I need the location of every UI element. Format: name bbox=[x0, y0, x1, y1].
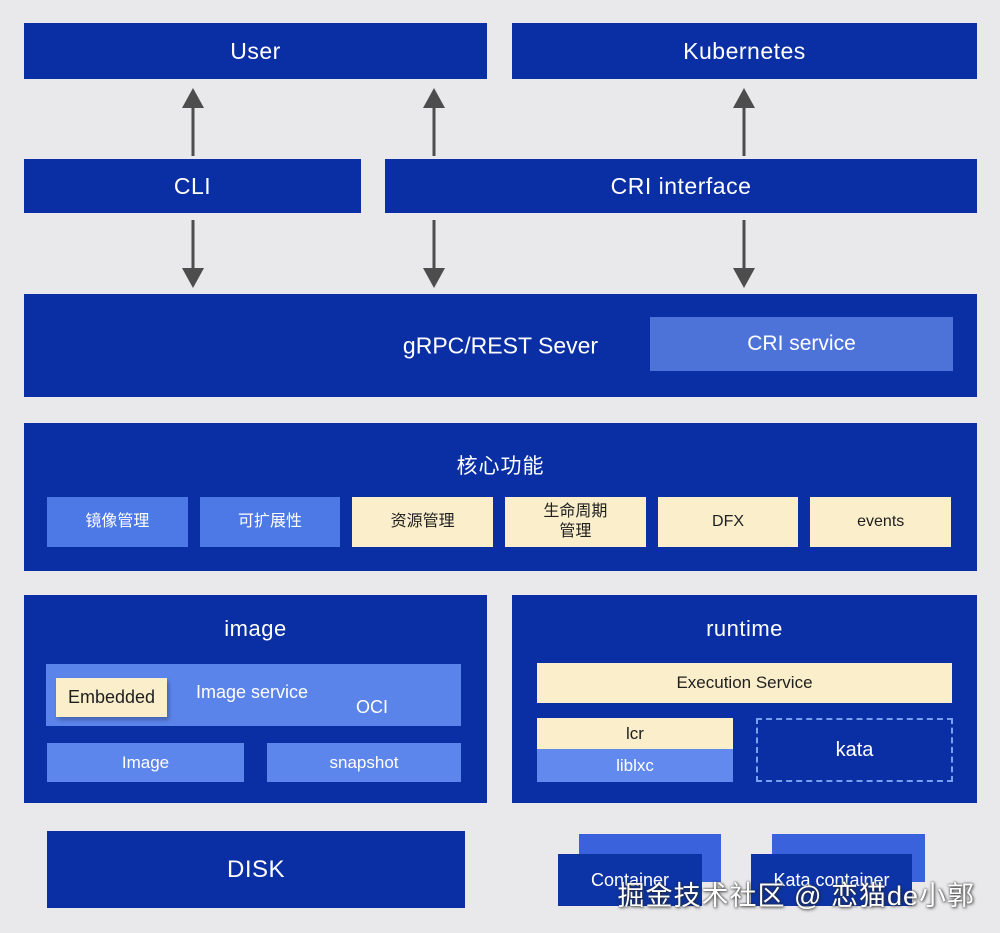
arrow-down-icon bbox=[733, 220, 755, 288]
user-node: User bbox=[24, 23, 487, 79]
runtime-section: runtime Execution Service lcr liblxc kat… bbox=[512, 595, 977, 803]
arrow-up-icon bbox=[182, 88, 204, 156]
grpc-rest-server-label: gRPC/REST Sever bbox=[402, 332, 599, 358]
embedded-node: Embedded bbox=[56, 678, 167, 717]
kata-node: kata bbox=[756, 718, 953, 782]
cli-node: CLI bbox=[24, 159, 361, 213]
liblxc-node: liblxc bbox=[537, 749, 733, 782]
arrow-down-icon bbox=[182, 220, 204, 288]
snapshot-label: snapshot bbox=[329, 752, 399, 772]
cli-label: CLI bbox=[173, 172, 212, 199]
core-chip-dfx: DFX bbox=[657, 497, 799, 547]
watermark: 掘金技术社区 @ 恋猫de小郭 bbox=[617, 881, 975, 911]
kubernetes-label: Kubernetes bbox=[683, 37, 806, 64]
image-section-title: image bbox=[224, 616, 287, 641]
cri-interface-node: CRI interface bbox=[385, 159, 977, 213]
grpc-rest-server-node: gRPC/REST Sever CRI service bbox=[24, 294, 977, 397]
disk-node: DISK bbox=[47, 831, 465, 908]
user-label: User bbox=[230, 37, 281, 64]
core-chip-extensibility: 可扩展性 bbox=[199, 497, 341, 547]
image-service-label: Image service bbox=[196, 682, 309, 702]
oci-label: OCI bbox=[356, 697, 389, 717]
cri-interface-label: CRI interface bbox=[610, 172, 752, 199]
arrow-down-icon bbox=[423, 220, 445, 288]
core-chip-resource-management: 资源管理 bbox=[352, 497, 494, 547]
disk-label: DISK bbox=[226, 855, 285, 883]
core-functions-row: 镜像管理 可扩展性 资源管理 生命周期 管理 DFX events bbox=[47, 497, 952, 547]
lcr-node: lcr bbox=[537, 718, 733, 749]
core-chip-image-management: 镜像管理 bbox=[47, 497, 188, 547]
runtime-section-title: runtime bbox=[706, 616, 783, 641]
arrow-up-icon bbox=[733, 88, 755, 156]
core-functions-section: 核心功能 镜像管理 可扩展性 资源管理 生命周期 管理 DFX events bbox=[24, 423, 977, 571]
execution-service-node: Execution Service bbox=[537, 663, 952, 703]
core-chip-lifecycle-management: 生命周期 管理 bbox=[505, 497, 646, 547]
image-section: image Embedded Image service OCI Image s… bbox=[24, 595, 487, 803]
execution-service-label: Execution Service bbox=[676, 673, 813, 692]
kubernetes-node: Kubernetes bbox=[512, 23, 977, 79]
kata-container-label: Kata container bbox=[773, 869, 890, 890]
core-chip-events: events bbox=[810, 497, 952, 547]
core-functions-title: 核心功能 bbox=[456, 455, 545, 478]
embedded-label: Embedded bbox=[67, 687, 156, 707]
kata-label: kata bbox=[835, 738, 874, 761]
cri-service-node: CRI service bbox=[650, 317, 953, 371]
image-node: Image bbox=[47, 743, 244, 782]
container-label: Container bbox=[590, 869, 670, 890]
kata-container-node: Kata container bbox=[751, 854, 912, 906]
image-label: Image bbox=[121, 752, 170, 772]
lcr-label: lcr bbox=[626, 723, 644, 743]
image-service-node: Embedded Image service OCI bbox=[46, 664, 461, 726]
container-node: Container bbox=[558, 854, 702, 906]
liblxc-label: liblxc bbox=[616, 755, 654, 775]
cri-service-label: CRI service bbox=[747, 332, 856, 355]
arrow-up-icon bbox=[423, 88, 445, 156]
snapshot-node: snapshot bbox=[267, 743, 461, 782]
